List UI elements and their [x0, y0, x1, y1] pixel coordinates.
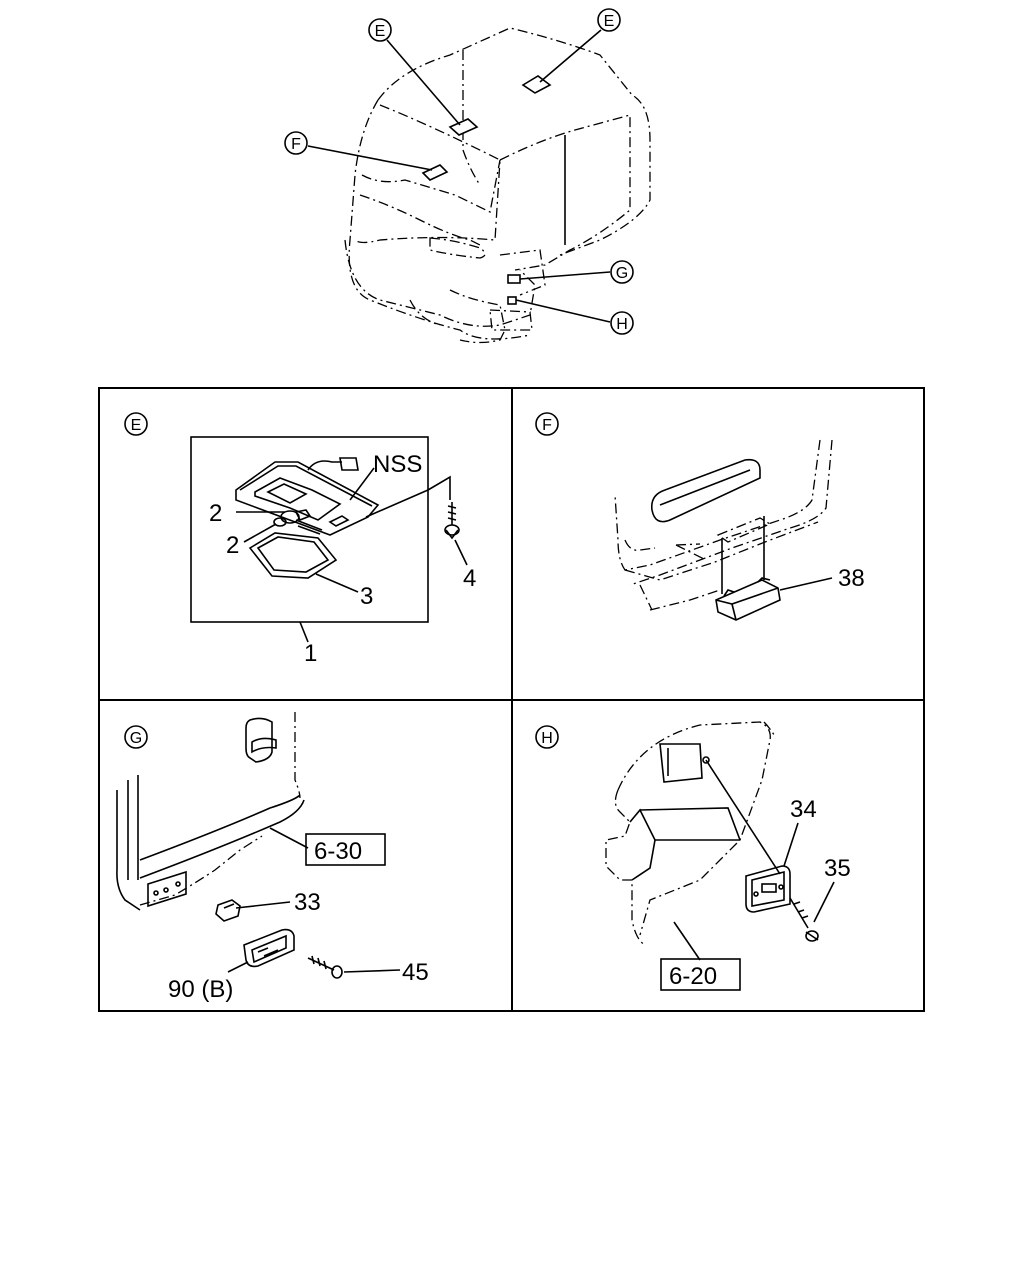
svg-text:E: E: [131, 417, 142, 434]
label-part-1: 1: [304, 640, 317, 667]
step-lamp-marker-icon: [507, 274, 521, 284]
socket-icon: [215, 899, 241, 922]
label-part-34: 34: [790, 796, 817, 823]
panel-f-letter: F: [535, 412, 559, 436]
callout-e-roof-center: E: [368, 18, 392, 42]
label-part-2a: 2: [209, 500, 222, 527]
assembly-frame: [190, 436, 429, 623]
step-lamp-marker-icon: [507, 296, 517, 305]
svg-text:6-30: 6-30: [314, 838, 362, 865]
screw-icon: [444, 502, 460, 540]
front-lamp-marker-icon: [421, 164, 449, 181]
ref-box-6-20: 6-20: [660, 958, 741, 991]
panel-h: H: [535, 721, 851, 991]
label-part-2b: 2: [226, 532, 239, 559]
cab-side-illustration: [116, 712, 305, 911]
svg-text:E: E: [604, 13, 615, 30]
svg-text:F: F: [291, 136, 301, 153]
roof-lamp-icon: [235, 457, 380, 536]
label-part-4: 4: [463, 565, 476, 592]
callout-g-step: G: [610, 260, 634, 284]
label-part-90b: 90 (B): [168, 976, 233, 1003]
screw-icon: [789, 897, 819, 942]
label-part-3: 3: [360, 583, 373, 610]
panel-f: F 38: [535, 412, 865, 621]
step-lamp-icon: [243, 928, 295, 968]
bumper-step-illustration: [605, 721, 777, 946]
svg-text:G: G: [130, 730, 142, 747]
label-part-33: 33: [294, 889, 321, 916]
panel-e: E: [124, 412, 476, 667]
label-nss: NSS: [373, 451, 422, 478]
cab-front-illustration: [614, 439, 833, 611]
label-part-35: 35: [824, 855, 851, 882]
svg-text:E: E: [375, 23, 386, 40]
callout-h-step: H: [610, 311, 634, 335]
svg-text:6-20: 6-20: [669, 963, 717, 990]
label-part-38: 38: [838, 565, 865, 592]
panel-g-letter: G: [124, 725, 148, 749]
lamp-lens-icon: [248, 532, 338, 579]
detail-grid-frame: [98, 387, 925, 1012]
svg-text:G: G: [616, 265, 628, 282]
screw-icon: [307, 955, 343, 979]
callout-e-roof-right: E: [597, 8, 621, 32]
step-lamp-icon: [745, 865, 791, 913]
panel-g: G: [116, 712, 429, 1003]
marker-lamp-icon: [715, 516, 781, 621]
panel-e-letter: E: [124, 412, 148, 436]
cab-overview-illustration: [307, 27, 651, 344]
bulb-icon: [273, 509, 323, 535]
roof-lamp-marker-icon: [521, 75, 552, 94]
svg-text:H: H: [541, 730, 553, 747]
panel-h-letter: H: [535, 725, 559, 749]
svg-text:H: H: [616, 316, 628, 333]
callout-f-front: F: [284, 131, 308, 155]
label-part-45: 45: [402, 959, 429, 986]
roof-lamp-marker-icon: [448, 118, 479, 136]
svg-text:F: F: [542, 417, 552, 434]
ref-box-6-30: 6-30: [305, 833, 386, 866]
